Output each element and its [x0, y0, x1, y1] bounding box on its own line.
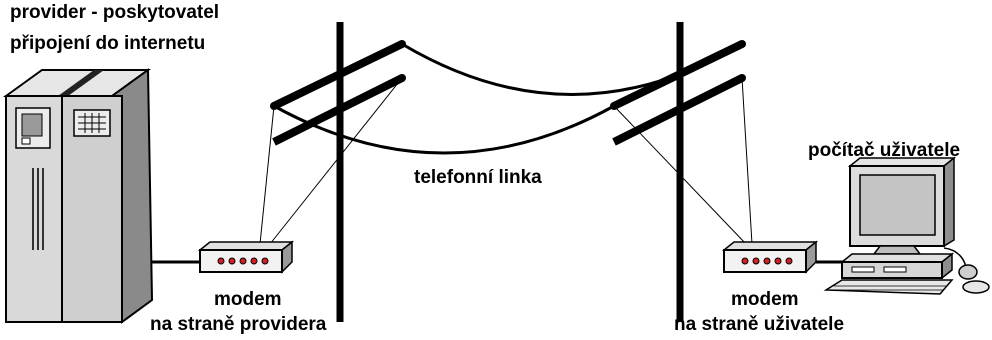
drop-wires [259, 77, 753, 245]
telephone-line-label: telefonní linka [414, 167, 542, 188]
telephone-pole-icon [610, 22, 746, 322]
desktop-computer-icon [823, 156, 957, 295]
telephone-wires [273, 42, 743, 155]
server-cabinet-icon [2, 68, 154, 324]
user-computer-label: počítač uživatele [808, 140, 961, 161]
modem-right-label-line2: na straně uživatele [674, 314, 845, 335]
modem-left-label-line2: na straně providera [150, 314, 327, 335]
provider-label-line1: provider - poskytovatel [10, 2, 220, 23]
modem-right-label-line1: modem [731, 289, 799, 310]
provider-label-line2: připojení do internetu [10, 33, 206, 54]
modem-left-label-line1: modem [214, 289, 282, 310]
modem-icon [197, 240, 295, 274]
modem-icon [721, 240, 819, 274]
mouse-icon [943, 247, 990, 294]
telephone-pole-icon [270, 22, 406, 322]
